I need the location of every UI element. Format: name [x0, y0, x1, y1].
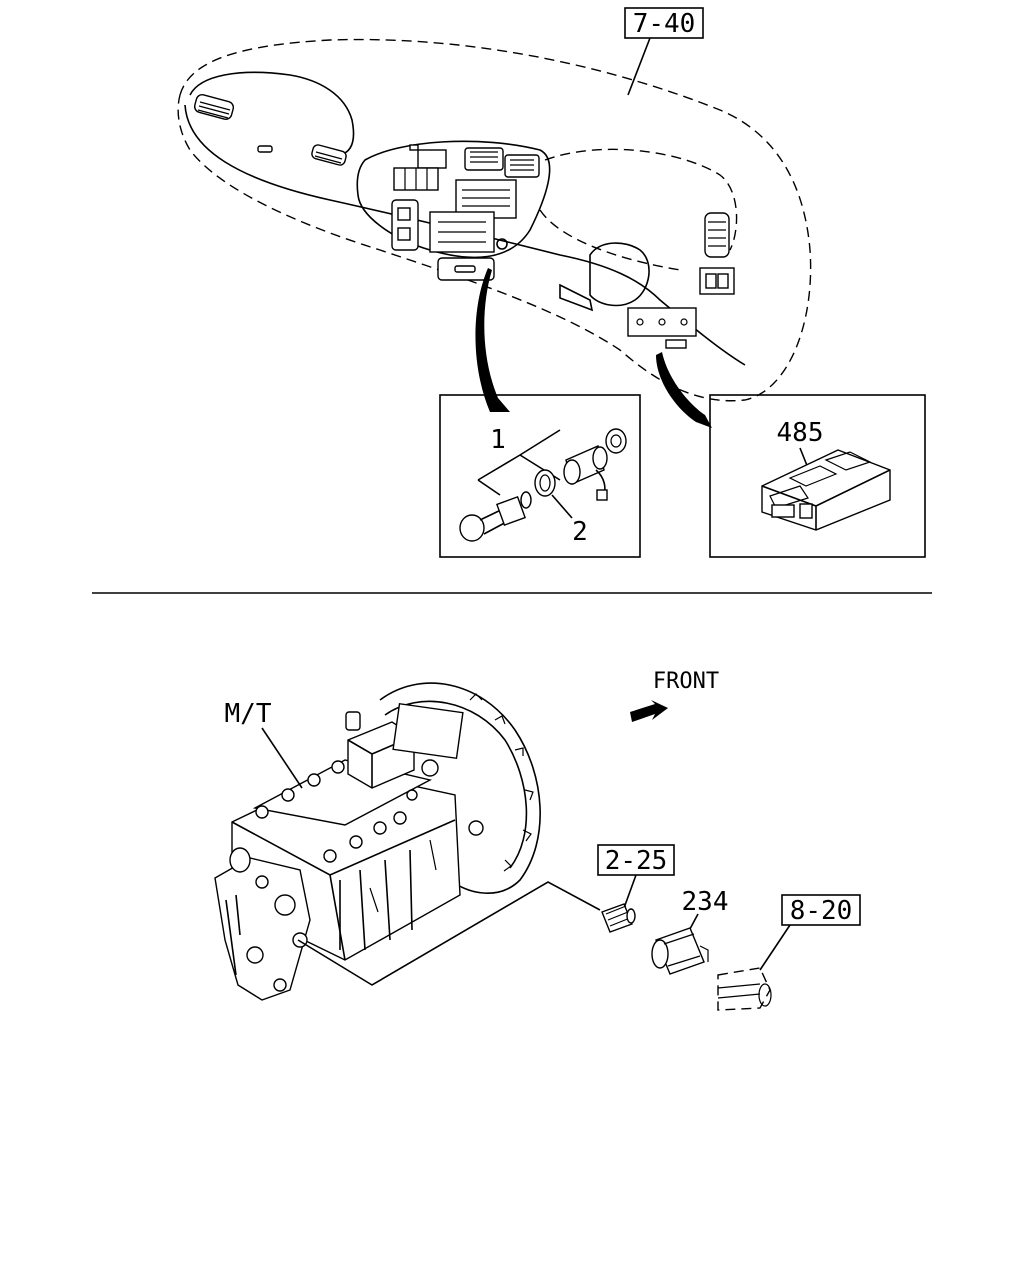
front-indicator: FRONT [630, 669, 719, 722]
ref-2-25: 2-25 [597, 844, 675, 909]
part-234-switch [651, 927, 709, 975]
part-1-label: 1 [490, 425, 506, 455]
ref-2-25-label: 2-25 [605, 846, 668, 876]
switch-connection-line [297, 881, 601, 986]
ref-8-20: 8-20 [759, 894, 861, 971]
front-label: FRONT [653, 669, 719, 694]
ref-7-40-label: 7-40 [633, 9, 696, 39]
part-485-label: 485 [777, 418, 824, 448]
mt-label: M/T [225, 699, 272, 729]
neutral-switch-part [601, 903, 636, 933]
part-234-label: 234 [682, 887, 729, 917]
ref-8-20-label: 8-20 [790, 896, 853, 926]
connector-part [717, 967, 772, 1011]
ref-7-40: 7-40 [624, 7, 704, 96]
dashboard-illustration [177, 38, 812, 402]
leader-module [656, 352, 712, 428]
lighter-detail-box: 1 2 [439, 394, 641, 558]
part-2-label: 2 [572, 517, 588, 547]
leader-lighter [475, 268, 510, 412]
mt-leader [261, 727, 303, 789]
transmission-illustration [214, 682, 541, 1001]
module-detail-box: 485 [709, 394, 926, 558]
